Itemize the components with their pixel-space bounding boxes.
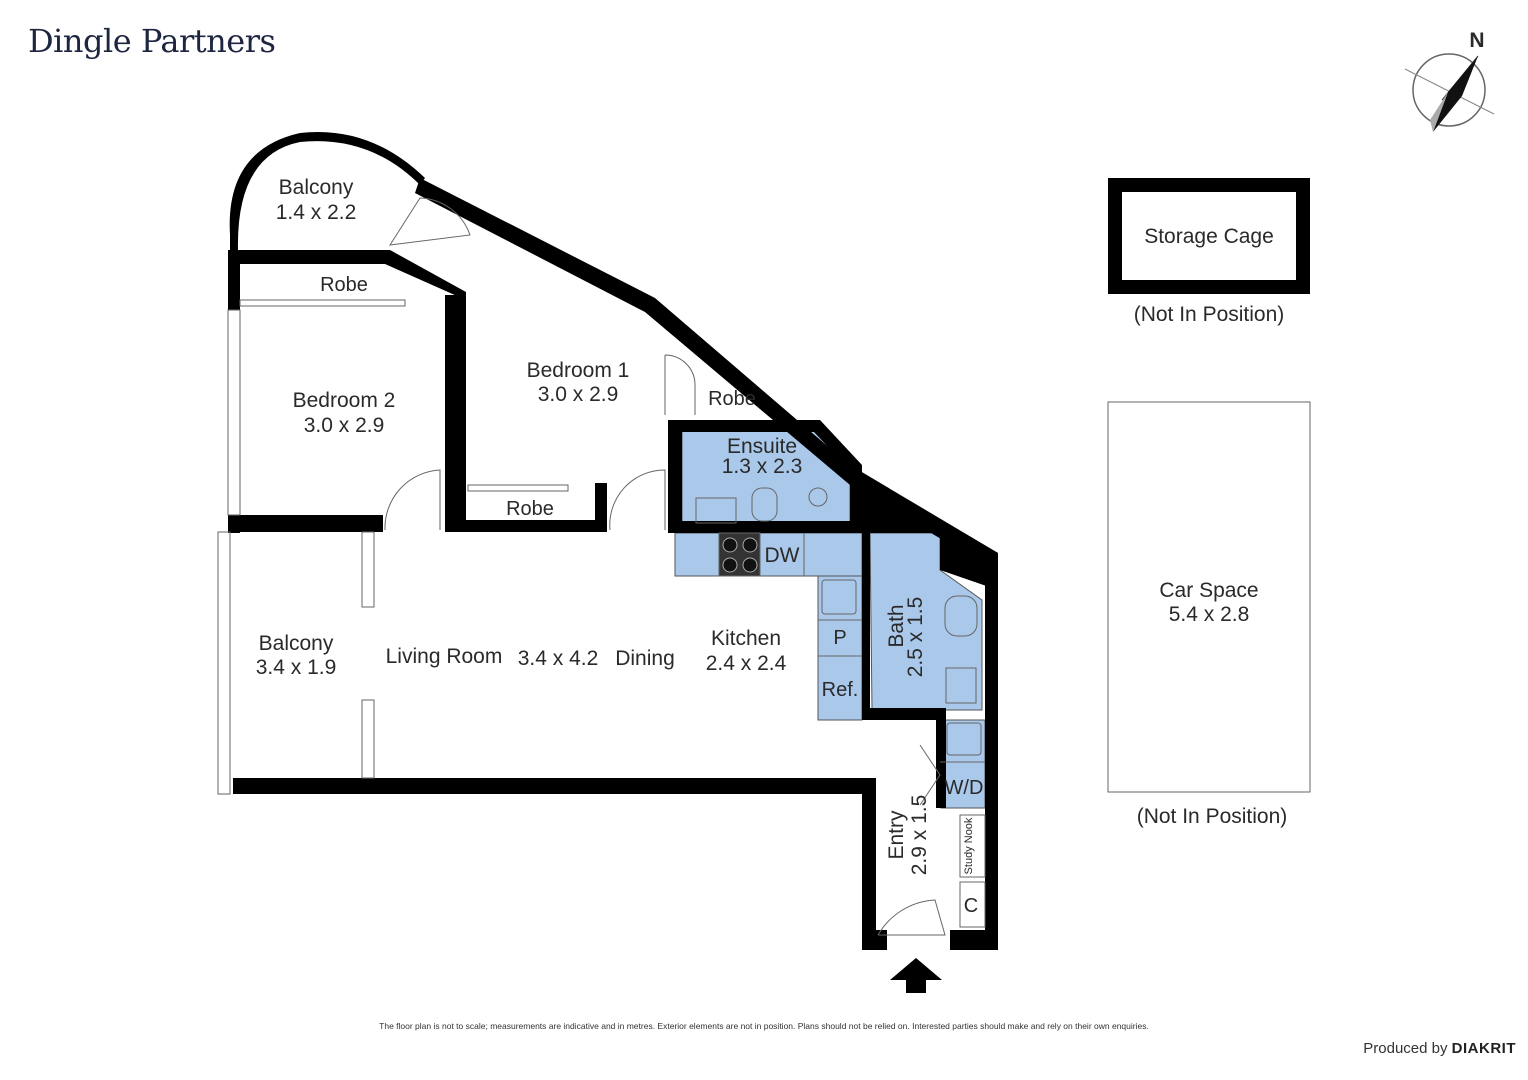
bedroom2-dims: 3.0 x 2.9 <box>304 414 385 437</box>
kitchen-dims: 2.4 x 2.4 <box>706 652 787 675</box>
storage-cage: Storage Cage (Not In Position) <box>1108 178 1310 326</box>
balcony-top-dims: 1.4 x 2.2 <box>276 201 357 224</box>
balcony-left-label: Balcony <box>259 632 334 655</box>
ensuite-label: Ensuite <box>727 435 797 458</box>
produced-by-label: Produced by <box>1363 1040 1448 1057</box>
bath-label: Bath <box>885 604 908 647</box>
balcony-top-label: Balcony <box>279 176 354 199</box>
storage-cage-label: Storage Cage <box>1144 225 1274 248</box>
wet-areas <box>674 429 986 809</box>
storage-cage-note: (Not In Position) <box>1134 303 1285 326</box>
compass-icon: N <box>1404 29 1495 132</box>
car-space-label: Car Space <box>1159 579 1258 602</box>
car-space-dims: 5.4 x 2.8 <box>1169 603 1250 626</box>
car-space-note: (Not In Position) <box>1137 805 1288 828</box>
entry-dims: 2.9 x 1.5 <box>908 795 931 876</box>
living-room-dims: 3.4 x 4.2 <box>518 647 599 670</box>
ensuite-dims: 1.3 x 2.3 <box>722 455 803 478</box>
outlines <box>217 197 986 936</box>
dining-label: Dining <box>615 647 675 670</box>
bath-dims: 2.5 x 1.5 <box>904 597 927 678</box>
robe-bedroom1-label: Robe <box>708 388 756 410</box>
living-room-label: Living Room <box>386 645 503 668</box>
robe-bedroom2-label: Robe <box>320 274 368 296</box>
bedroom2-label: Bedroom 2 <box>293 389 396 412</box>
dishwasher-label: DW <box>765 544 800 567</box>
fridge-label: Ref. <box>822 679 859 701</box>
disclaimer: The floor plan is not to scale; measurem… <box>379 1021 1149 1031</box>
brand-logo: Dingle Partners <box>28 22 276 60</box>
walls <box>228 131 998 950</box>
entry-label: Entry <box>885 810 908 860</box>
cupboard-label: C <box>964 895 978 917</box>
car-space: Car Space 5.4 x 2.8 (Not In Position) <box>1107 401 1311 828</box>
producer-credit: Produced by DIAKRIT <box>1363 1040 1516 1057</box>
balcony-left-dims: 3.4 x 1.9 <box>256 656 337 679</box>
robe-hall-label: Robe <box>506 498 554 520</box>
producer-name: DIAKRIT <box>1451 1040 1516 1057</box>
bedroom1-dims: 3.0 x 2.9 <box>538 383 619 406</box>
entrance-arrow-icon <box>890 958 942 993</box>
kitchen-label: Kitchen <box>711 627 781 650</box>
study-nook-label: Study Nook <box>963 817 975 874</box>
north-label: N <box>1469 29 1484 52</box>
pantry-label: P <box>833 627 846 649</box>
washer-dryer-label: W/D <box>945 777 984 799</box>
bedroom1-label: Bedroom 1 <box>527 359 630 382</box>
